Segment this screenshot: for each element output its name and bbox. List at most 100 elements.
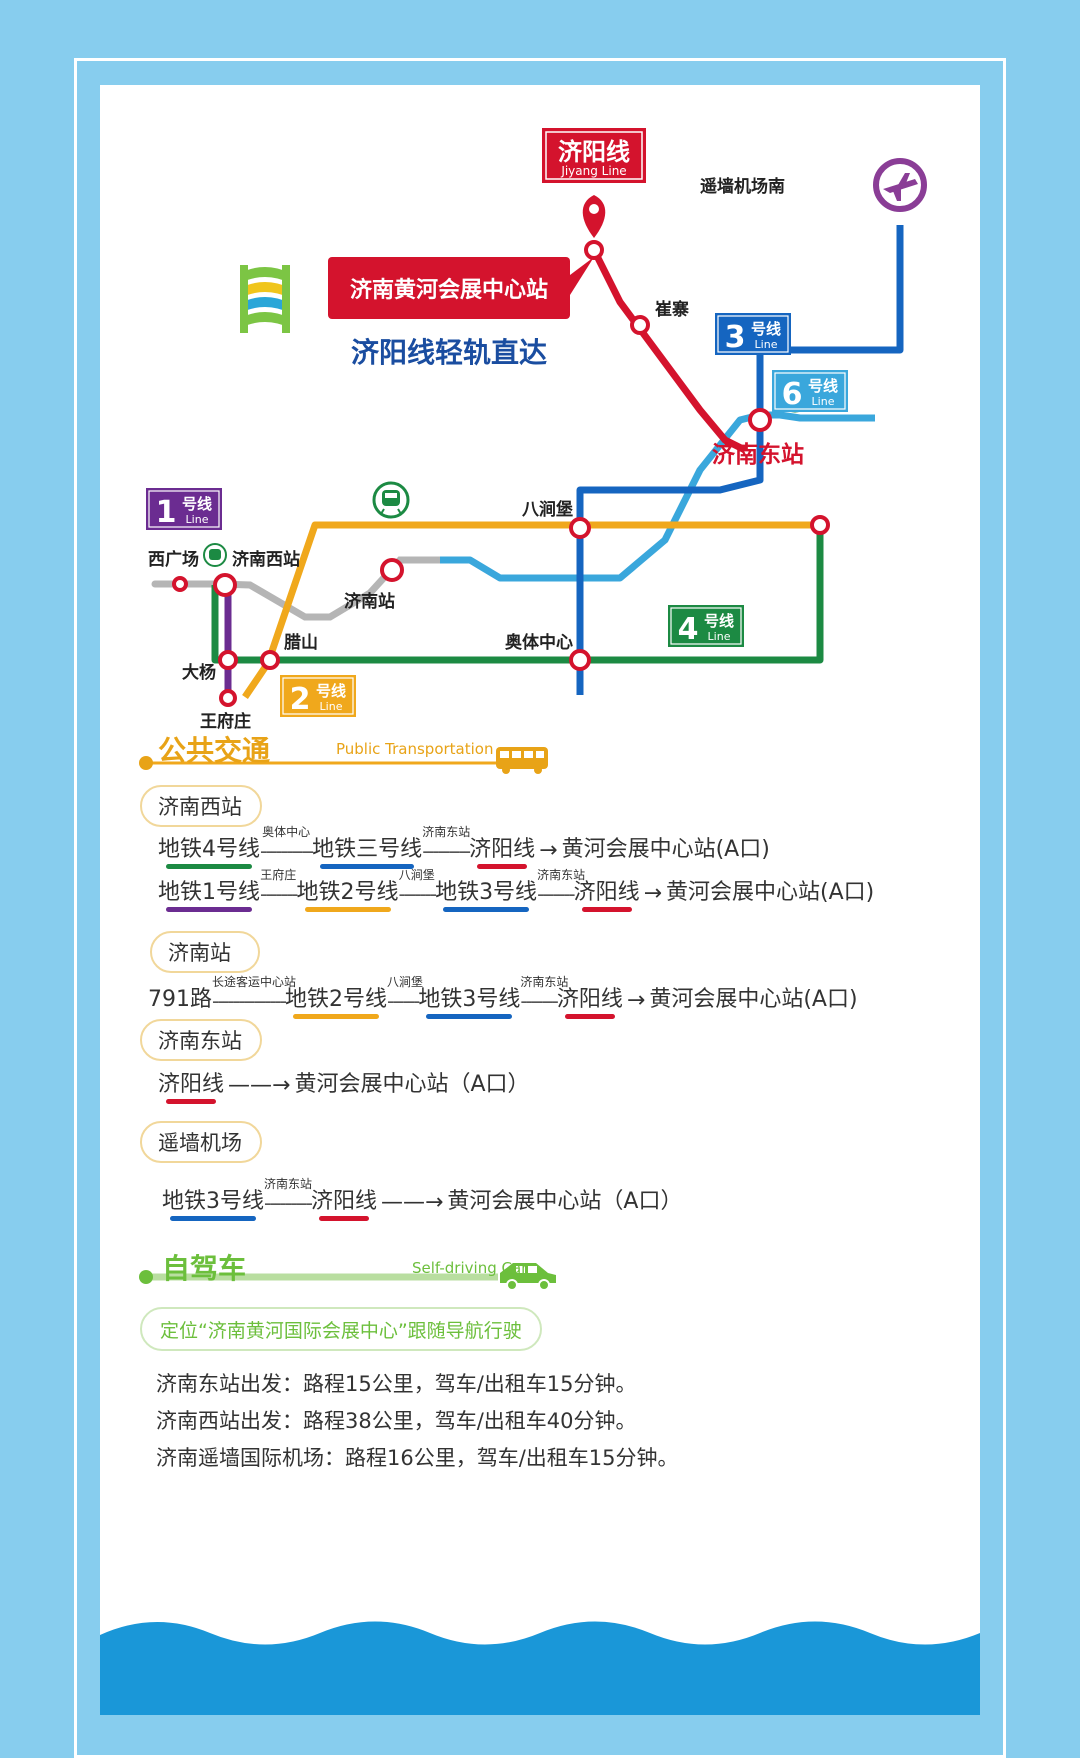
route-west-2: 地铁1号线 -------王府庄 地铁2号线 -------八涧堡 地铁3号线 … (158, 868, 874, 912)
svg-text:Line: Line (812, 395, 835, 408)
seg-line3: 地铁三号线 (312, 831, 422, 869)
connector: -------王府庄 (260, 868, 299, 906)
line2-route (242, 521, 820, 699)
connector: ------ 八涧堡 (387, 975, 424, 1013)
navigation-pill: 定位“济南黄河国际会展中心”跟随导航行驶 (140, 1307, 542, 1351)
connector: ----------奥体中心 (260, 825, 314, 863)
svg-text:Line: Line (186, 513, 209, 526)
station-markers (172, 240, 830, 707)
label-east: 济南东站 (712, 441, 804, 468)
station-xiguangchang (172, 576, 188, 592)
station-cuizhai (630, 315, 650, 335)
drive-west: 济南西站出发：路程38公里，驾车/出租车40分钟。 (156, 1409, 637, 1433)
label-jinan: 济南站 (344, 591, 395, 612)
line6-badge: 6 号线 Line (772, 370, 848, 412)
gray-line (151, 556, 464, 621)
logo-icon (240, 265, 290, 333)
route-jinan: 791路 --------------长途客运中心站 地铁2号线 ------ … (148, 975, 858, 1019)
svg-text:Line: Line (755, 338, 778, 351)
seg-line3: 地铁3号线 (418, 981, 520, 1019)
label-airport: 遥墙机场南 (700, 176, 785, 197)
label-dayang: 大杨 (182, 662, 216, 683)
train-icon (203, 543, 227, 567)
label-wangfuzhuang: 王府庄 (200, 711, 251, 732)
location-pin-icon (582, 195, 606, 238)
station-jinan (380, 558, 404, 582)
venue-station-label: 济南黄河会展中心站 (350, 277, 548, 303)
line4-route (211, 525, 824, 664)
seg-line3: 地铁3号线 (162, 1183, 264, 1221)
connector: -------济南东站 (537, 868, 586, 906)
connector: -------八涧堡 (398, 868, 438, 906)
line4-badge: 4 号线 Line (668, 605, 744, 647)
station-venue (584, 240, 604, 260)
svg-text:号线: 号线 (704, 612, 734, 630)
station-east (748, 408, 772, 432)
seg-line2: 地铁2号线 (297, 874, 399, 912)
svg-text:4: 4 (678, 612, 699, 647)
seg-jiyang: 济阳线 (574, 874, 640, 912)
label-aoti: 奥体中心 (505, 632, 573, 653)
driving-header-bar (139, 1263, 556, 1291)
bottom-wave (100, 1621, 980, 1715)
seg-jiyang: 济阳线 (557, 981, 623, 1019)
label-west: 济南西站 (232, 549, 300, 570)
svg-text:号线: 号线 (316, 682, 346, 700)
jiyang-label-en: Jiyang Line (560, 164, 626, 178)
label-cuizhai: 崔寨 (654, 299, 689, 320)
bus-icon (496, 747, 548, 774)
content-panel: 济阳线 Jiyang Line 济南黄河会展中心站 济阳线轻轨直达 (100, 85, 980, 1715)
arrow: → (539, 838, 558, 863)
line1-badge: 1 号线 Line (146, 488, 222, 530)
route-west-1: 地铁4号线 ----------奥体中心 地铁三号线 ---------济南东站… (158, 825, 770, 869)
station-badongbao (569, 517, 591, 539)
line2-badge: 2 号线 Line (280, 675, 356, 717)
station-pill-jinan: 济南站 (150, 931, 260, 973)
seg-line4: 地铁4号线 (158, 831, 260, 869)
drive-airport: 济南遥墙国际机场：路程16公里，驾车/出租车15分钟。 (156, 1446, 679, 1470)
svg-text:2: 2 (290, 682, 311, 717)
jiyang-route (590, 248, 747, 454)
seg-jiyang: 济阳线 (158, 1066, 224, 1104)
station-pill-airport: 遥墙机场 (140, 1121, 262, 1163)
label-xiguangchang: 西广场 (148, 549, 199, 570)
station-end-line2 (810, 515, 830, 535)
connector: ---------济南东站 (422, 825, 471, 863)
seg-line1: 地铁1号线 (158, 874, 260, 912)
connector: --------------长途客运中心站 (212, 975, 297, 1013)
arrow: ——→ (228, 1073, 291, 1098)
train-icon (372, 481, 410, 519)
station-aoti (569, 649, 591, 671)
arrow: ——→ (380, 1190, 444, 1215)
svg-text:1: 1 (156, 495, 177, 530)
route-airport: 地铁3号线 ---------济南东站 济阳线 ——→ 黄河会展中心站（A口） (162, 1177, 682, 1221)
station-wangfuzhuang (219, 689, 237, 707)
driving-title: 自驾车 (162, 1252, 247, 1285)
arrow: → (626, 988, 646, 1013)
seg-jiyang: 济阳线 (311, 1183, 377, 1221)
metro-map: 济阳线 Jiyang Line 济南黄河会展中心站 济阳线轻轨直达 (146, 128, 927, 732)
car-icon (500, 1263, 556, 1291)
seg-jiyang: 济阳线 (469, 831, 535, 869)
direct-text: 济阳线轻轨直达 (351, 336, 547, 369)
station-west (213, 573, 237, 597)
svg-text:号线: 号线 (751, 320, 781, 338)
svg-text:6: 6 (782, 377, 803, 412)
dest: 黄河会展中心站(A口) (666, 880, 875, 905)
station-dayang (218, 650, 238, 670)
route-east: 济阳线 ——→ 黄河会展中心站（A口） (158, 1070, 530, 1104)
svg-text:Line: Line (708, 630, 731, 643)
dest: 黄河会展中心站（A口） (294, 1072, 530, 1097)
drive-east: 济南东站出发：路程15公里，驾车/出租车15分钟。 (156, 1372, 637, 1396)
station-pill-east: 济南东站 (140, 1019, 262, 1061)
seg-bus-791: 791路 (148, 987, 212, 1012)
line3-badge: 3 号线 Line (715, 313, 791, 355)
dest: 黄河会展中心站(A口) (561, 837, 770, 862)
svg-text:号线: 号线 (808, 377, 838, 395)
public-title-en: Public Transportation (336, 740, 494, 758)
label-lashan: 腊山 (284, 633, 318, 653)
public-header-bar (139, 747, 548, 774)
arrow: → (643, 881, 663, 906)
connector: -------济南东站 (520, 975, 569, 1013)
dest: 黄河会展中心站（A口） (447, 1189, 683, 1214)
